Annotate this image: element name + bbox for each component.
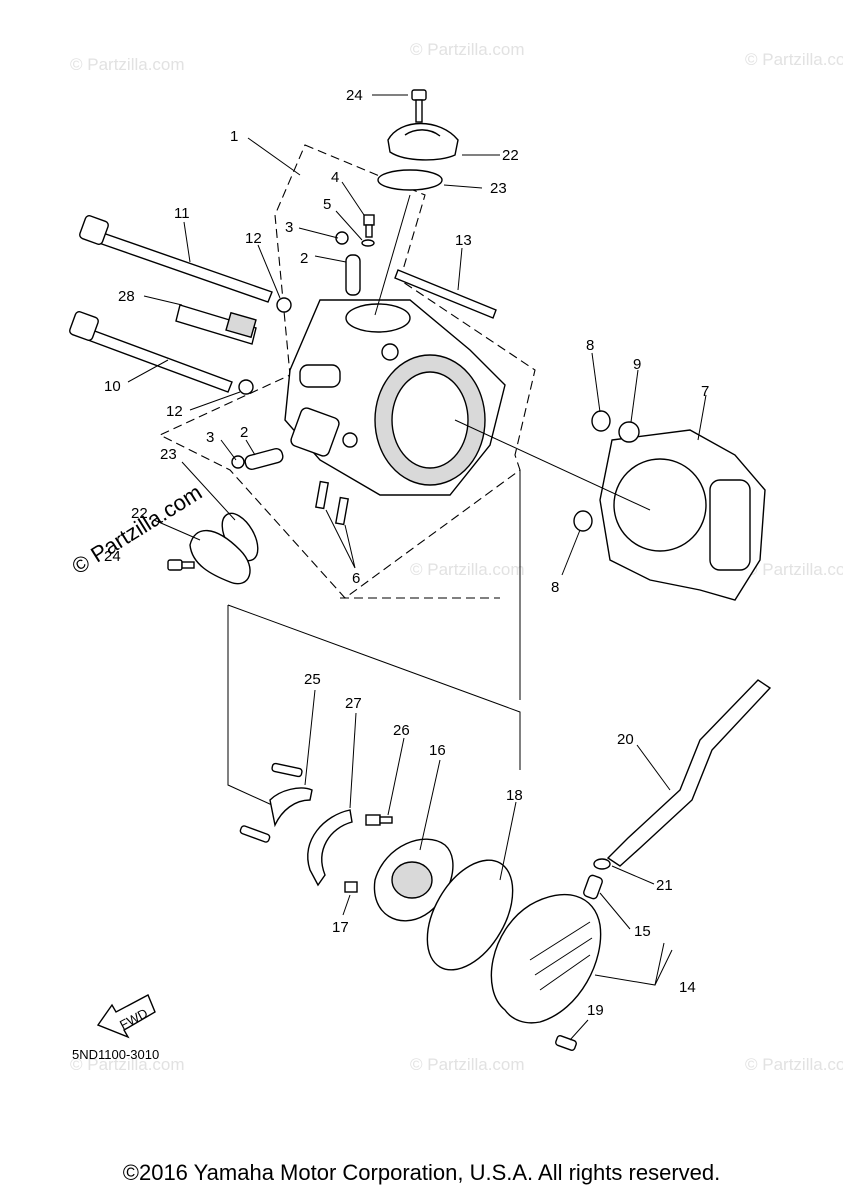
watermark: © Partzilla.com — [410, 560, 525, 579]
callout-18: 18 — [506, 787, 523, 804]
leader-lines — [127, 94, 707, 1041]
callout-12: 12 — [166, 403, 183, 420]
dowel-2-lower — [244, 447, 284, 471]
copyright-notice: ©2016 Yamaha Motor Corporation, U.S.A. A… — [122, 1160, 721, 1185]
callout-7: 7 — [701, 383, 709, 400]
watermark: © Partzilla.com — [70, 1055, 185, 1074]
bolt-17 — [344, 881, 358, 893]
dowel-8-top — [591, 410, 611, 432]
bolt-4 — [363, 214, 375, 238]
clamp-21 — [593, 858, 611, 870]
watermark: © Partzilla.com — [410, 40, 525, 59]
callout-10: 10 — [104, 378, 121, 395]
callout-12: 12 — [245, 230, 262, 247]
bolt-26 — [365, 814, 393, 826]
gasket-23-top — [377, 169, 443, 191]
bolt-25a — [271, 762, 303, 778]
breather-15 — [583, 874, 603, 900]
watermark: © Partzilla.com — [745, 1055, 843, 1074]
watermark: © Partzilla.com — [745, 50, 843, 69]
callout-17: 17 — [332, 919, 349, 936]
spark-plug-28 — [175, 304, 257, 345]
callout-1: 1 — [230, 128, 238, 145]
callout-24: 24 — [346, 87, 363, 104]
washer-5 — [361, 239, 375, 247]
bolt-11 — [79, 215, 273, 303]
callout-11: 11 — [174, 205, 190, 222]
bolt-10 — [69, 311, 233, 393]
callout-4: 4 — [331, 169, 339, 186]
dowel-8-bottom — [573, 510, 593, 532]
callout-24: 24 — [104, 548, 121, 565]
callout-3: 3 — [285, 219, 293, 236]
bolt-24-side — [167, 559, 195, 571]
callout-14: 14 — [679, 979, 696, 996]
callout-21: 21 — [656, 877, 673, 894]
cover-14 — [490, 893, 602, 1024]
diagram-code: 5ND1100-3010 — [72, 1047, 159, 1062]
callout-2: 2 — [300, 250, 308, 267]
cover-22-top — [387, 122, 459, 161]
bracket-25 — [269, 787, 313, 828]
callout-3: 3 — [206, 429, 214, 446]
bracket-27 — [307, 809, 353, 887]
watermark: © Partzilla.com — [745, 560, 843, 579]
callout-15: 15 — [634, 923, 651, 940]
watermark: © Partzilla.com — [70, 55, 185, 74]
callout-19: 19 — [587, 1002, 604, 1019]
callout-labels: 1 2 2 3 3 4 5 6 7 8 8 9 10 11 12 12 13 1… — [104, 87, 709, 1019]
callout-13: 13 — [455, 232, 472, 249]
callout-27: 27 — [345, 695, 362, 712]
fwd-arrow: FWD — [96, 994, 156, 1039]
stud-6-left — [314, 480, 330, 510]
callout-22: 22 — [502, 147, 519, 164]
bolt-24-top — [411, 89, 427, 123]
callout-20: 20 — [617, 731, 634, 748]
callout-23: 23 — [490, 180, 507, 197]
callout-25: 25 — [304, 671, 321, 688]
callout-9: 9 — [633, 356, 641, 373]
bolt-13 — [394, 269, 497, 319]
watermark: © Partzilla.com — [410, 1055, 525, 1074]
callout-26: 26 — [393, 722, 410, 739]
o-ring-18 — [426, 859, 514, 971]
callout-23: 23 — [160, 446, 177, 463]
hose-20 — [606, 679, 772, 867]
callout-22: 22 — [131, 505, 148, 522]
callout-8: 8 — [586, 337, 594, 354]
callout-16: 16 — [429, 742, 446, 759]
bolt-19 — [555, 1035, 577, 1051]
cylinder-head — [284, 299, 506, 496]
callout-28: 28 — [118, 288, 135, 305]
washer-12-lower — [238, 379, 254, 395]
stud-6-right — [334, 496, 350, 526]
dowel-2-top — [345, 254, 361, 296]
callout-6: 6 — [352, 570, 360, 587]
seal-holder-16 — [373, 838, 454, 922]
seal-9 — [618, 421, 640, 443]
callout-8: 8 — [551, 579, 559, 596]
callout-5: 5 — [323, 196, 331, 213]
cylinder-gasket-7 — [599, 429, 766, 601]
assembly-boundary — [158, 144, 536, 599]
cover-22-side — [189, 529, 251, 585]
gasket-alignment-line — [454, 419, 651, 511]
washer-12-upper — [276, 297, 292, 313]
lower-bracket-outline — [227, 604, 521, 806]
bolt-25b — [239, 825, 271, 843]
callout-2: 2 — [240, 424, 248, 441]
